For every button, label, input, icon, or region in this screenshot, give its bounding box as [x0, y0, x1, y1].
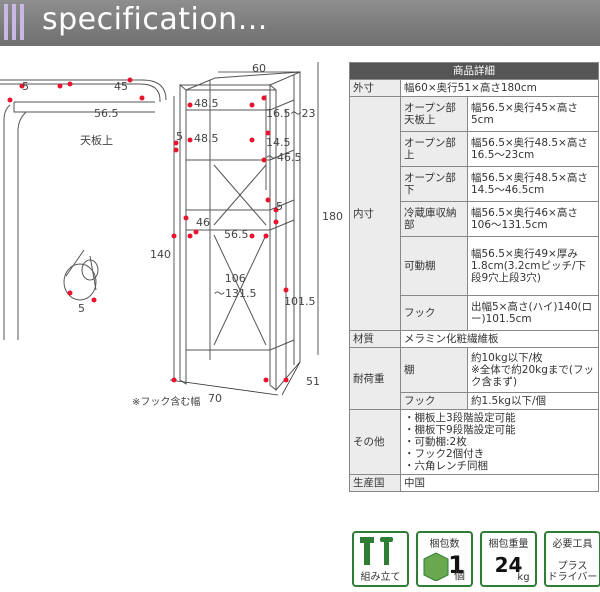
dim-label: 46: [196, 216, 210, 229]
spec-value: 中国: [400, 474, 599, 492]
dim-label: 70: [208, 392, 222, 405]
dim-label: 5: [176, 130, 183, 143]
spec-key: 生産国: [349, 474, 401, 492]
dim-label: 48.5: [194, 97, 219, 110]
spec-value: メラミン化粧繊維板: [400, 330, 599, 348]
badge-unit: kg: [517, 572, 530, 583]
list-item: ・六角レンチ同梱: [404, 460, 488, 472]
badge-value: プラス ドライバー: [547, 561, 598, 583]
banner-stripe: [12, 4, 16, 40]
dim-label: 5: [78, 302, 85, 315]
list-item: ・棚板上3段階設定可能: [404, 412, 516, 424]
dim-label: 60: [252, 62, 266, 75]
list-item: ・フック2個付き: [404, 448, 485, 460]
dimension-diagram: 5 45 56.5 天板上 60 180 51 70 48.5 16.5～23 …: [0, 50, 345, 420]
spec-subkey: フック: [400, 295, 468, 331]
dim-label: 5: [22, 80, 29, 93]
spec-subkey: オープン部上: [400, 131, 468, 167]
dim-label: 51: [306, 375, 320, 388]
badge-row: 組み立て 梱包数 1 個 梱包重量 24 kg 必要工具 プラス ドライバー: [352, 531, 600, 589]
spec-subkey: オープン部下: [400, 166, 468, 202]
diagram-svg: [0, 62, 319, 396]
spec-value: 幅56.5×奥行46×高さ106～131.5cm: [467, 201, 599, 237]
dim-label: 106 ～131.5: [214, 272, 257, 300]
box-icon: [423, 552, 449, 581]
list-item: ・棚板下9段階設定可能: [404, 424, 516, 436]
dim-label: 101.5: [284, 295, 316, 308]
dim-label: 天板上: [80, 134, 113, 147]
dim-label: 5: [276, 200, 283, 213]
spec-value: 幅56.5×奥行45×高さ5cm: [467, 96, 599, 132]
badge-value: 24: [494, 553, 523, 577]
spec-value: 約1.5kg以下/個: [467, 392, 599, 410]
package-count-badge: 梱包数 1 個: [416, 531, 473, 587]
dim-label: 56.5: [94, 107, 119, 120]
tools-icon: [360, 537, 393, 565]
spec-key: 耐荷重: [349, 347, 401, 410]
badge-caption: 梱包数: [429, 539, 460, 550]
banner-stripe: [4, 4, 8, 40]
spec-value: 幅56.5×奥行48.5×高さ16.5～23cm: [467, 131, 599, 167]
spec-value: 幅60×奥行51×高さ180cm: [400, 79, 599, 97]
dim-label: 14.5 ～46.5: [266, 136, 302, 164]
spec-subkey: フック: [400, 392, 468, 410]
badge-caption: 梱包重量: [488, 539, 529, 550]
spec-key: その他: [349, 409, 401, 475]
spec-key: 材質: [349, 330, 401, 348]
spec-key: 内寸: [349, 96, 401, 331]
spec-table-header: 商品詳細: [349, 62, 599, 80]
dim-label: 45: [114, 80, 128, 93]
list-item: ・可動棚:2枚: [404, 436, 467, 448]
dim-label: 140: [150, 248, 171, 261]
badge-caption: 必要工具: [552, 539, 593, 550]
spec-value: 出幅5×高さ(ハイ)140(ロー)101.5cm: [467, 295, 599, 331]
banner-stripe: [20, 4, 24, 40]
assembly-badge: 組み立て: [352, 531, 409, 587]
badge-unit: 個: [454, 569, 465, 582]
spec-value: 約10kg以下/枚 ※全体で約20kgまで(フック含まず): [467, 347, 599, 393]
spec-table: 商品詳細 外寸 幅60×奥行51×高さ180cm 内寸 オープン部天板上 幅56…: [349, 62, 599, 492]
dim-label: 48.5: [194, 132, 219, 145]
spec-value: 幅56.5×奥行49×厚み1.8cm(3.2cmピッチ/下段9穴上段3穴): [467, 236, 599, 296]
dim-label: 56.5: [224, 228, 249, 241]
spec-subkey: オープン部天板上: [400, 96, 468, 132]
spec-value: 幅56.5×奥行48.5×高さ14.5～46.5cm: [467, 166, 599, 202]
dim-label: 180: [322, 210, 343, 223]
page-title: specification...: [42, 2, 268, 37]
package-weight-badge: 梱包重量 24 kg: [480, 531, 537, 587]
spec-key: 外寸: [349, 79, 401, 97]
spec-subkey: 棚: [400, 347, 468, 393]
tools-required-badge: 必要工具 プラス ドライバー: [544, 531, 600, 587]
spec-subkey: 冷蔵庫収納部: [400, 201, 468, 237]
spec-subkey: 可動棚: [400, 236, 468, 296]
hook-width-note: ※フック含む幅: [132, 397, 201, 408]
spec-other-list: ・棚板上3段階設定可能 ・棚板下9段階設定可能 ・可動棚:2枚 ・フック2個付き…: [400, 409, 599, 475]
badge-caption: 組み立て: [360, 572, 401, 583]
header-banner: specification...: [0, 0, 600, 46]
badge-value: 1: [448, 551, 465, 579]
dim-label: 16.5～23: [266, 107, 316, 120]
